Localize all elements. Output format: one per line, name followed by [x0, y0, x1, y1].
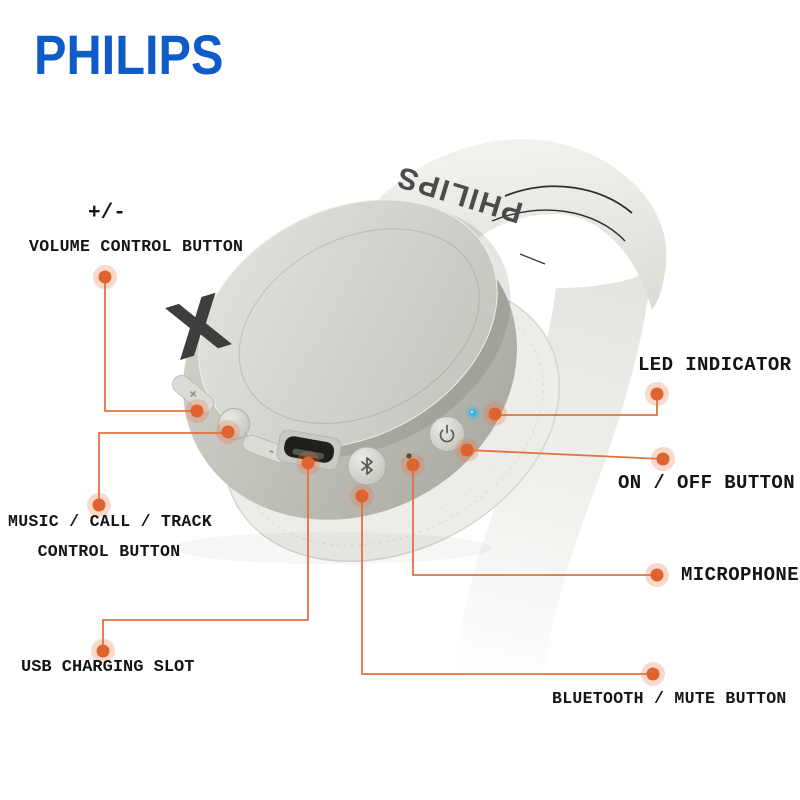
usb-charging-label: USB CHARGING SLOT: [21, 658, 195, 677]
music-label-line1: MUSIC / CALL / TRACK: [8, 512, 213, 531]
bluetooth-callout-line: [361, 496, 653, 675]
bluetooth-button: [347, 446, 387, 486]
usb-charging-slot: [276, 429, 342, 471]
callout-dots: [87, 265, 675, 686]
volume-minus-mark: -: [266, 442, 277, 460]
microphone-callout-line: [412, 465, 657, 576]
philips-logo: PHILIPS: [34, 23, 224, 86]
volume-control-label: VOLUME CONTROL BUTTON: [29, 237, 244, 256]
on-off-label: ON / OFF BUTTON: [618, 472, 796, 494]
bluetooth-mute-label: BLUETOOTH / MUTE BUTTON: [552, 689, 787, 708]
power-button: [429, 416, 465, 452]
bluetooth-icon: [361, 457, 373, 475]
power-icon: [439, 424, 455, 443]
volume-callout-line: [104, 277, 197, 412]
power-callout-dots: [455, 438, 675, 471]
headband-strap: [450, 268, 652, 698]
microphone-hole: [406, 453, 412, 459]
headband-fold-seam: [491, 209, 626, 242]
volume-plus-minus-label: +/-: [88, 202, 126, 225]
volume-callout-dots: [93, 265, 209, 423]
led-callout-dots: [483, 382, 669, 426]
ear-cup-face: [198, 199, 511, 458]
music-call-track-label: MUSIC / CALL / TRACK CONTROL BUTTON: [8, 507, 213, 567]
music-callout-dots: [87, 420, 240, 517]
usb-callout-dots: [91, 451, 320, 663]
music-label-line2: CONTROL BUTTON: [37, 542, 181, 561]
microphone-callout-dots: [401, 453, 669, 587]
bluetooth-callout-dots: [350, 484, 665, 686]
volume-up-button: +: [172, 374, 214, 414]
cup-shadow: [172, 532, 492, 564]
headband-fold-mark: [519, 253, 546, 265]
power-callout-line: [466, 449, 664, 460]
microphone-label: MICROPHONE: [681, 564, 800, 586]
callout-lines: [98, 277, 664, 675]
led-callout-line: [495, 394, 658, 416]
led-indicator-light: [466, 406, 480, 420]
music-callout-line: [98, 432, 228, 505]
usb-callout-line: [102, 463, 309, 651]
led-indicator-label: LED INDICATOR: [638, 354, 792, 376]
headband-fold-seam: [504, 185, 633, 214]
